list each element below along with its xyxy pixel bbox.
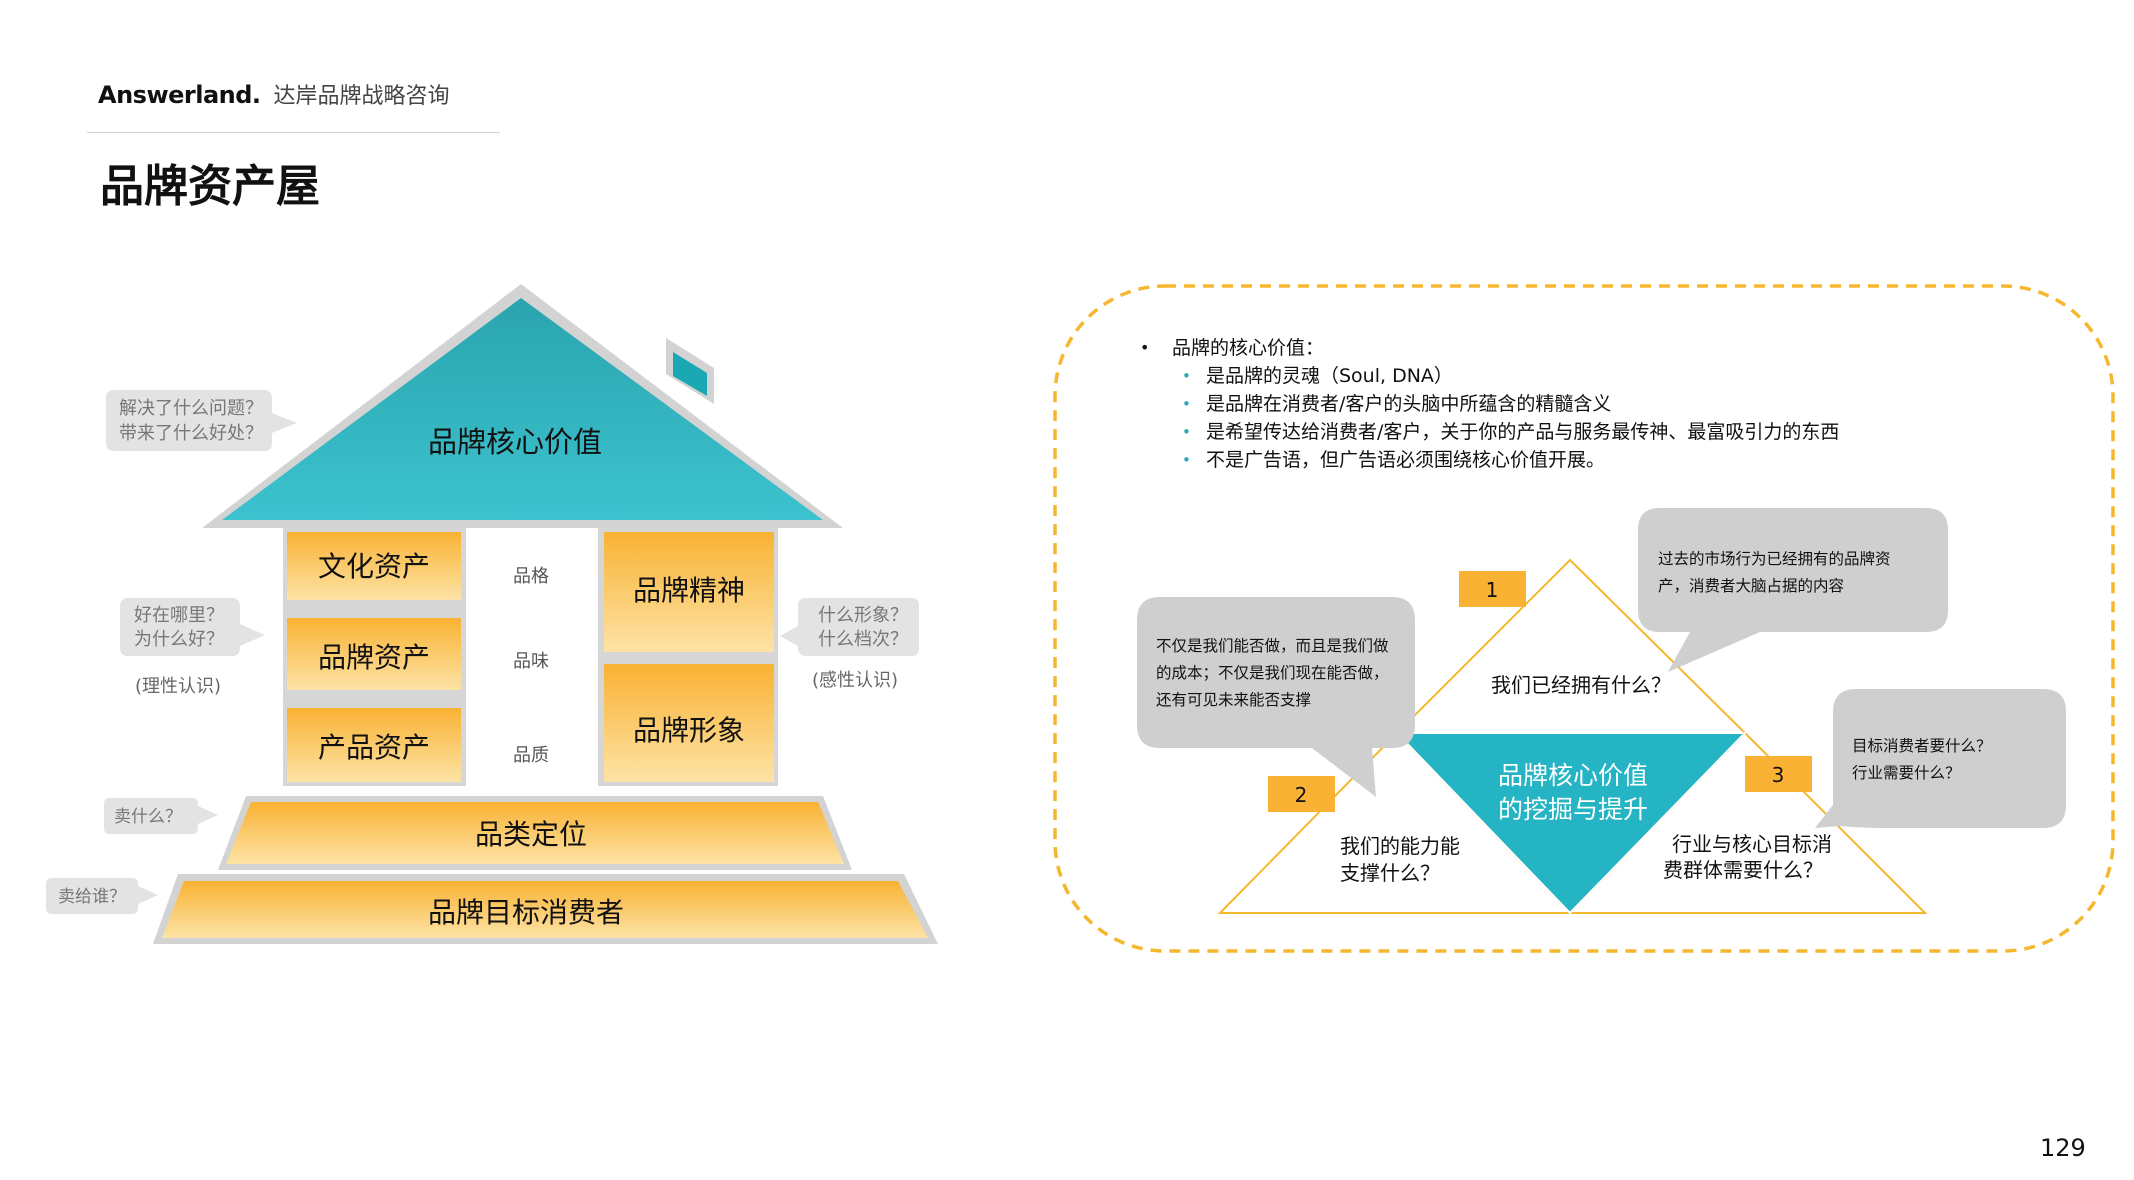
house-callouts: 解决了什么问题？ 带来了什么好处？ 好在哪里？ 为什么好？ (理性认识) 什么形… xyxy=(46,390,919,914)
chimney xyxy=(673,352,707,396)
badge-1 xyxy=(1459,571,1526,607)
badge-3-label: 3 xyxy=(1772,763,1785,787)
center-label-line2: 的挖掘与提升 xyxy=(1498,795,1648,824)
base-consumer xyxy=(162,881,928,938)
callout-roof-line2: 带来了什么好处？ xyxy=(119,423,263,444)
bubble-left-line1: 不仅是我们能否做，而且是我们做 xyxy=(1156,637,1389,655)
bullet-point: 是品牌的灵魂（Soul, DNA） xyxy=(1140,362,1839,390)
callout-right-line2: 什么档次？ xyxy=(818,629,908,650)
brand-asset-house: 品牌核心价值 文化资产 品牌资产 产品资产 品格 品味 品质 品牌精神 品牌形象… xyxy=(153,284,938,944)
callout-sell-what: 卖什么？ xyxy=(114,807,182,827)
bubble-top xyxy=(1638,508,1948,672)
block-brand-asset-label: 品牌资产 xyxy=(318,641,430,674)
bubble-right-line2: 行业需要什么？ xyxy=(1852,764,1961,782)
core-value-bullets: 品牌的核心价值： 是品牌的灵魂（Soul, DNA） 是品牌在消费者/客户的头脑… xyxy=(1140,334,1839,474)
block-product-asset-label: 产品资产 xyxy=(318,731,430,764)
block-culture-asset xyxy=(287,532,461,600)
bubble-top-line2: 产，消费者大脑占据的内容 xyxy=(1658,577,1844,595)
center-label-line1: 品牌核心价值 xyxy=(1498,761,1648,790)
top-question: 我们已经拥有什么？ xyxy=(1491,673,1671,697)
core-value-panel-border xyxy=(1053,284,2115,953)
right-question-line2: 费群体需要什么？ xyxy=(1663,858,1823,882)
bubble-left-line2: 的成本；不仅是我们现在能否做， xyxy=(1156,664,1389,682)
bullet-point: 是品牌在消费者/客户的头脑中所蕴含的精髓含义 xyxy=(1140,390,1839,418)
bullet-heading: 品牌的核心价值： xyxy=(1140,334,1839,362)
base-consumer-label: 品牌目标消费者 xyxy=(428,896,624,929)
callout-left-line1: 好在哪里？ xyxy=(134,605,224,626)
brand-header: Answerland. 达岸品牌战略咨询 xyxy=(98,78,450,110)
callout-left-bubble xyxy=(120,598,265,656)
callout-right-bubble xyxy=(780,598,919,656)
badge-3 xyxy=(1745,756,1812,792)
base-category xyxy=(226,802,844,864)
bubble-left xyxy=(1137,597,1415,797)
bubble-right xyxy=(1815,689,2066,828)
bullet-point: 是希望传达给消费者/客户，关于你的产品与服务最传神、最富吸引力的东西 xyxy=(1140,418,1839,446)
label-character: 品格 xyxy=(513,566,549,587)
callout-right-note: (感性认识) xyxy=(812,670,898,691)
base-category-label: 品类定位 xyxy=(475,818,587,851)
triangle-center xyxy=(1394,732,1748,915)
label-quality: 品质 xyxy=(513,745,549,766)
house-middle-column xyxy=(466,528,598,786)
callout-sell-who: 卖给谁？ xyxy=(58,887,126,907)
callout-left-line2: 为什么好？ xyxy=(134,629,224,650)
badge-2-label: 2 xyxy=(1295,783,1308,807)
header-divider xyxy=(87,132,500,133)
brand-subtitle: 达岸品牌战略咨询 xyxy=(273,84,450,109)
bubble-top-line1: 过去的市场行为已经拥有的品牌资 xyxy=(1658,550,1891,568)
page-title: 品牌资产屋 xyxy=(100,161,320,212)
callout-sell-who-bubble xyxy=(46,878,158,914)
block-culture-asset-label: 文化资产 xyxy=(318,550,430,583)
badge-2 xyxy=(1268,776,1335,812)
callout-right-line1: 什么形象？ xyxy=(818,605,908,626)
block-brand-spirit xyxy=(604,532,774,652)
label-taste: 品味 xyxy=(513,651,549,672)
roof xyxy=(222,298,823,520)
left-question-line2: 支撑什么？ xyxy=(1340,861,1440,885)
bubble-left-line3: 还有可见未来能否支撑 xyxy=(1156,691,1311,709)
callout-roof-bubble xyxy=(106,390,297,451)
block-brand-image xyxy=(604,664,774,782)
callout-sell-what-bubble xyxy=(104,798,218,834)
bubble-right-line1: 目标消费者要什么？ xyxy=(1852,737,1992,755)
badge-1-label: 1 xyxy=(1486,578,1499,602)
brand-logo: Answerland. xyxy=(98,81,261,109)
triangle-diagram: 品牌核心价值 的挖掘与提升 我们已经拥有什么？ 我们的能力能 支撑什么？ 行业与… xyxy=(1137,508,2066,915)
block-product-asset xyxy=(287,708,461,782)
page-number: 129 xyxy=(2040,1134,2086,1162)
block-brand-spirit-label: 品牌精神 xyxy=(633,574,745,607)
left-question-line1: 我们的能力能 xyxy=(1340,834,1460,858)
callout-roof-line1: 解决了什么问题？ xyxy=(119,398,263,419)
callout-left-note: (理性认识) xyxy=(135,676,221,697)
right-question-line1: 行业与核心目标消 xyxy=(1672,832,1832,856)
bullet-point: 不是广告语，但广告语必须围绕核心价值开展。 xyxy=(1140,446,1839,474)
block-brand-asset xyxy=(287,618,461,690)
block-brand-image-label: 品牌形象 xyxy=(633,714,745,747)
roof-label: 品牌核心价值 xyxy=(428,425,602,459)
